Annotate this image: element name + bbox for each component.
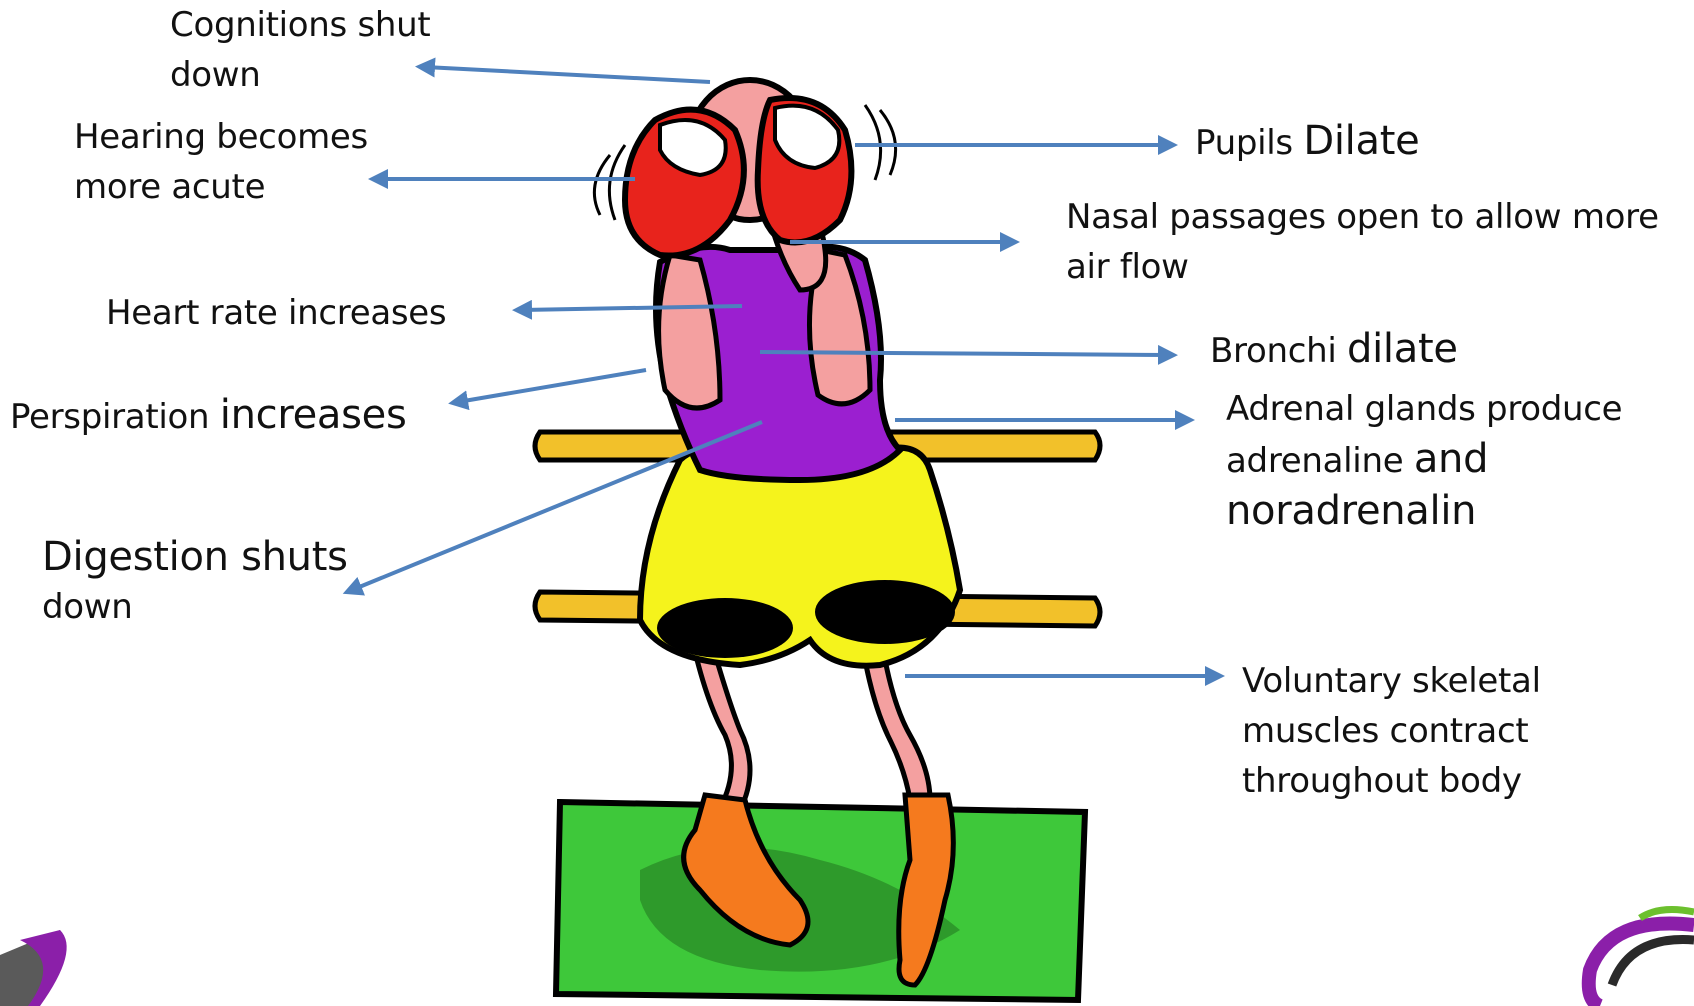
label-digestion: Digestion shuts down <box>42 532 348 632</box>
arrow-cognitions <box>425 67 710 82</box>
green-mat <box>556 802 1085 1000</box>
label-adrenal: Adrenal glands produce adrenaline and no… <box>1226 384 1622 536</box>
label-nasal: Nasal passages open to allow more air fl… <box>1066 192 1659 292</box>
label-perspiration: Perspiration increases <box>10 390 407 442</box>
corner-decoration-left <box>0 930 67 1006</box>
corner-decoration-right <box>1589 910 1694 1006</box>
label-bronchi: Bronchi dilate <box>1210 324 1458 376</box>
label-hearing: Hearing becomes more acute <box>74 112 368 212</box>
arrow-perspiration <box>458 370 646 402</box>
label-muscles: Voluntary skeletal muscles contract thro… <box>1242 656 1541 806</box>
label-pupils: Pupils Dilate <box>1195 116 1419 168</box>
label-heart-rate: Heart rate increases <box>106 288 446 338</box>
label-cognitions: Cognitions shut down <box>170 0 430 100</box>
